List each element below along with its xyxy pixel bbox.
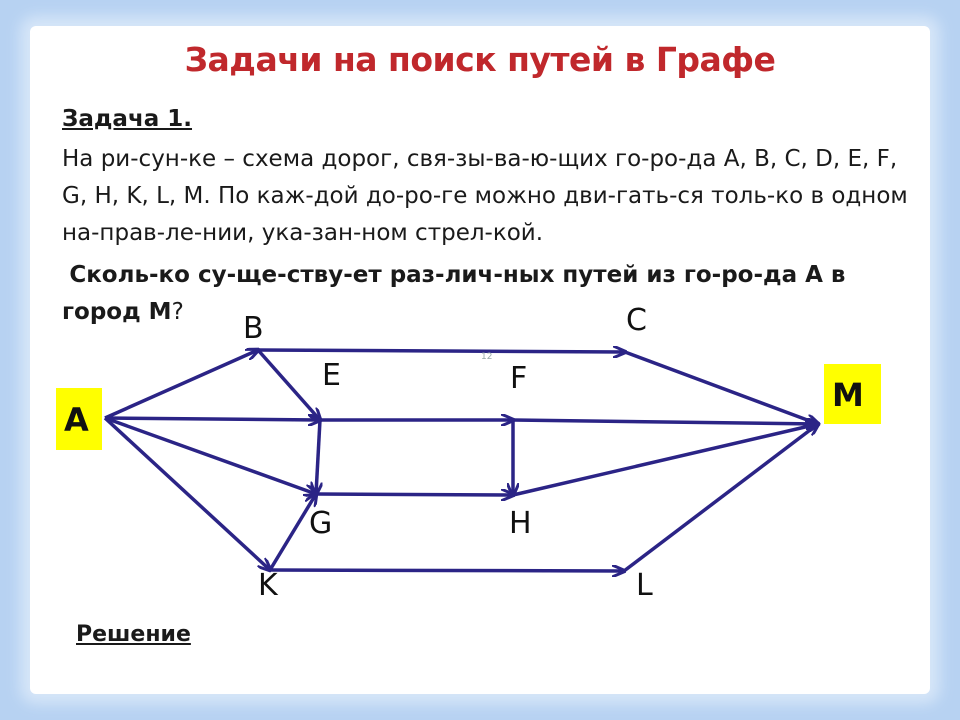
slide-title: Задачи на поиск путей в Графе — [184, 40, 776, 79]
node-b-label: B — [243, 311, 264, 346]
node-m-label: M — [832, 376, 864, 414]
question-mark: ? — [171, 299, 184, 325]
edge-b-c — [257, 350, 625, 352]
edge-a-k — [103, 416, 270, 570]
edge-e-g — [316, 419, 320, 494]
question-bold-text: Сколь-ко су-ще-ству-ет раз-лич-ных путей… — [62, 262, 846, 325]
edge-a-e — [104, 418, 320, 420]
edge-b-e — [256, 348, 320, 420]
graph-edges — [103, 348, 818, 573]
slide-frame — [30, 26, 930, 694]
node-g-label: G — [309, 506, 332, 541]
task-question: Сколь-ко су-ще-ству-ет раз-лич-ных путей… — [62, 257, 902, 331]
solution-link[interactable]: Решение — [76, 622, 191, 647]
edge-g-h — [315, 494, 513, 495]
node-a-highlight — [56, 388, 102, 450]
edge-k-l — [269, 570, 624, 571]
edge-f-m — [512, 420, 818, 424]
node-e-label: E — [322, 358, 341, 393]
task-text: На ри-сун-ке – схема дорог, свя-зы-ва-ю-… — [62, 146, 908, 246]
node-a-label: A — [64, 401, 89, 439]
edge-c-m — [624, 350, 818, 424]
node-f-label: F — [510, 361, 527, 396]
edge-mark: 12 — [481, 352, 492, 362]
edge-l-m — [622, 424, 818, 573]
node-c-label: C — [626, 303, 647, 338]
task-label: Задача 1. — [62, 106, 193, 132]
edge-k-g — [268, 494, 316, 571]
edge-h-m — [512, 424, 818, 497]
node-h-label: H — [509, 506, 532, 541]
node-m-highlight — [824, 364, 881, 424]
node-k-label: K — [258, 568, 279, 603]
edge-a-b — [104, 350, 258, 420]
edge-a-g — [104, 416, 316, 494]
node-l-label: L — [636, 568, 653, 603]
